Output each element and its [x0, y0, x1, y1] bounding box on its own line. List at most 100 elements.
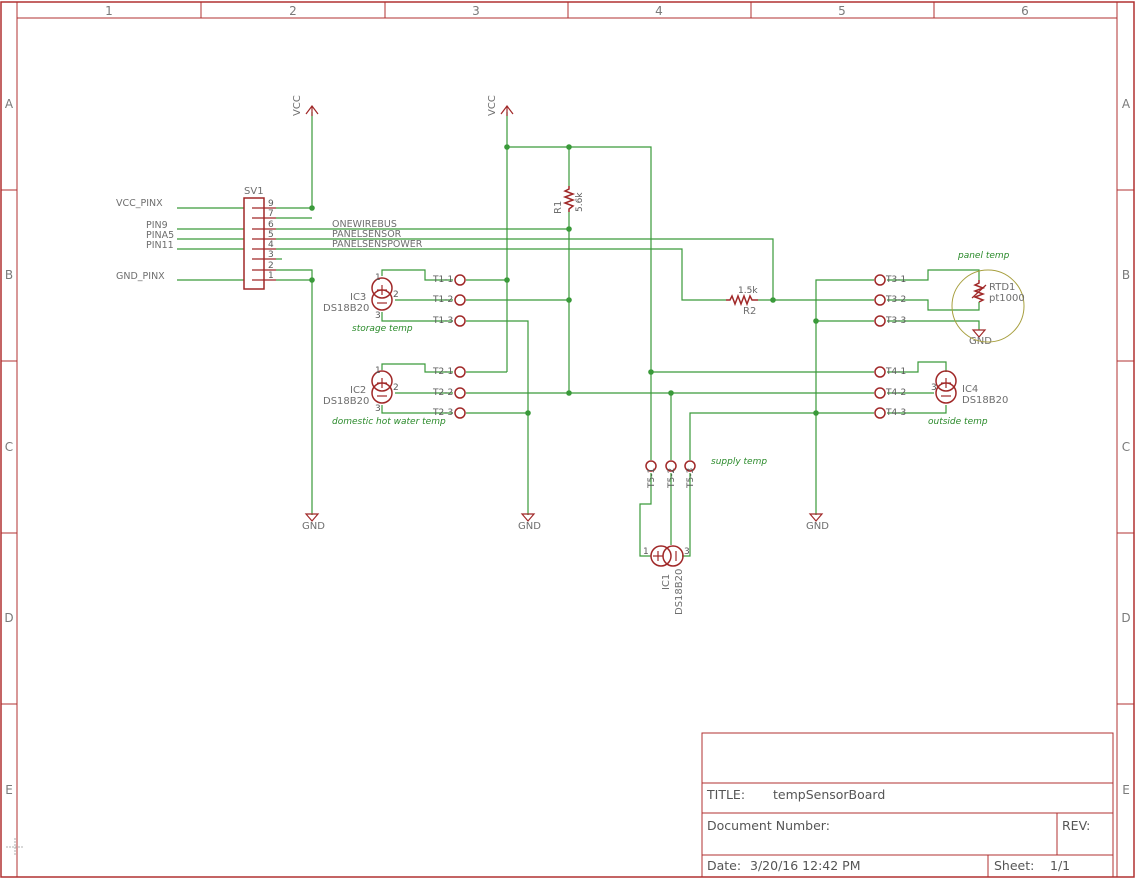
- ic3-pin-number: 3: [375, 311, 381, 321]
- date-label: Date:: [707, 858, 741, 873]
- note-domestic-hot-water-temp: domestic hot water temp: [332, 417, 446, 427]
- gnd-symbol-2: GND: [518, 513, 541, 532]
- row-label: E: [5, 783, 13, 797]
- terminal-block-t4: T4-1 T4-2 T4-3: [874, 366, 906, 419]
- row-label: E: [1122, 783, 1130, 797]
- row-label: B: [5, 268, 13, 282]
- vcc-label: VCC: [487, 95, 498, 116]
- row-label: C: [1122, 440, 1130, 454]
- row-label: C: [5, 440, 13, 454]
- terminal-label: T5-2: [667, 468, 677, 489]
- ic1-name: IC1: [661, 574, 672, 590]
- connector-sv1: SV1 9 7 6 5 4 3 2 1: [243, 186, 276, 290]
- row-label: A: [1122, 97, 1131, 111]
- connector-pin-number: 1: [268, 271, 274, 281]
- resistor-r2: 1.5k R2: [726, 286, 758, 317]
- terminal-block-t5: T5-1 T5-2 T5-3: [645, 460, 696, 489]
- gnd-label: GND: [302, 521, 325, 532]
- net-label-pin11: PIN11: [146, 240, 174, 251]
- sensor-ic1: IC1 DS18B20 1 3: [643, 545, 690, 615]
- rtd1-name: RTD1: [989, 282, 1015, 293]
- ic2-pin-number: 2: [393, 383, 399, 393]
- title-block: TITLE: tempSensorBoard Document Number: …: [701, 732, 1114, 878]
- gnd-symbol-1: GND: [302, 513, 325, 532]
- terminal-label: T1-1: [432, 275, 453, 285]
- ic4-name: IC4: [962, 384, 978, 395]
- date-value: 3/20/16 12:42 PM: [750, 858, 860, 873]
- gnd-label: GND: [518, 521, 541, 532]
- connector-pin-number: 3: [268, 250, 274, 260]
- column-label: 3: [472, 4, 480, 18]
- net-label-onewirebus: ONEWIREBUS: [332, 219, 397, 230]
- vcc-symbol-2: VCC: [487, 95, 514, 116]
- ic2-name: IC2: [350, 385, 366, 396]
- frame-column-labels: 1 2 3 4 5 6: [105, 4, 1029, 18]
- terminal-label: T2-3: [432, 408, 453, 418]
- column-label: 2: [289, 4, 297, 18]
- terminal-label: T4-1: [885, 367, 906, 377]
- note-panel-temp: panel temp: [957, 251, 1010, 261]
- wires: [177, 112, 980, 557]
- terminal-label: T3-3: [885, 316, 906, 326]
- terminal-label: T5-3: [686, 468, 696, 489]
- terminal-label: T1-2: [432, 295, 453, 305]
- frame-row-labels-left: A B C D E: [4, 97, 14, 797]
- sheet-label: Sheet:: [994, 858, 1034, 873]
- terminal-block-t3: T3-1 T3-2 T3-3: [874, 274, 906, 327]
- ic1-value: DS18B20: [674, 569, 685, 615]
- ic1-pin-number: 3: [684, 547, 690, 557]
- terminal-label: T2-2: [432, 388, 453, 398]
- frame-row-labels-right: A B C D E: [1121, 97, 1131, 797]
- rtd1-value: pt1000: [989, 293, 1025, 304]
- ic3-pin-number: 1: [375, 273, 381, 283]
- column-label: 6: [1021, 4, 1029, 18]
- note-outside-temp: outside temp: [928, 417, 988, 427]
- connector-pin-number: 5: [268, 230, 274, 240]
- rtd-sensor-rtd1: RTD1 pt1000: [951, 269, 1025, 343]
- junctions: [309, 144, 819, 416]
- column-label: 1: [105, 4, 113, 18]
- terminal-label: T4-3: [885, 408, 906, 418]
- sensor-ic2: IC2 DS18B20 1 2 3: [323, 366, 399, 414]
- title-value: tempSensorBoard: [773, 787, 885, 802]
- origin-cross-icon: [6, 838, 24, 856]
- row-label: B: [1122, 268, 1130, 282]
- vcc-symbol-1: VCC: [292, 95, 319, 116]
- gnd-symbol-3: GND: [806, 513, 829, 532]
- note-supply-temp: supply temp: [711, 457, 767, 467]
- sheet-value: 1/1: [1050, 858, 1070, 873]
- r1-value: 5.6k: [575, 192, 585, 212]
- terminal-block-t1: T1-1 T1-2 T1-3: [432, 274, 466, 327]
- net-labels: VCC_PINX PIN9 PINA5 PIN11 GND_PINX ONEWI…: [116, 198, 423, 282]
- connector-pin-number: 7: [268, 209, 274, 219]
- terminal-label: T3-2: [885, 295, 906, 305]
- connector-name: SV1: [244, 186, 264, 197]
- terminal-label: T2-1: [432, 367, 453, 377]
- r2-value: 1.5k: [738, 286, 758, 296]
- net-label-pin9: PIN9: [146, 220, 168, 231]
- row-label: D: [1121, 611, 1130, 625]
- ic2-value: DS18B20: [323, 396, 369, 407]
- ic1-pin-number: 1: [643, 547, 649, 557]
- vcc-label: VCC: [292, 95, 303, 116]
- ic4-value: DS18B20: [962, 395, 1008, 406]
- document-number-label: Document Number:: [707, 818, 830, 833]
- resistor-r1: R1 5.6k: [553, 186, 585, 214]
- ic3-value: DS18B20: [323, 303, 369, 314]
- title-label: TITLE:: [706, 787, 745, 802]
- connector-pin-number: 2: [268, 261, 274, 271]
- ic2-pin-number: 3: [375, 404, 381, 414]
- terminal-label: T5-1: [647, 468, 657, 489]
- r1-name: R1: [553, 201, 564, 214]
- column-label: 4: [655, 4, 663, 18]
- connector-pin-number: 6: [268, 220, 274, 230]
- rev-label: REV:: [1062, 818, 1090, 833]
- net-label-vcc-pinx: VCC_PINX: [116, 198, 163, 209]
- net-label-panelsenspower: PANELSENSPOWER: [332, 239, 423, 250]
- note-storage-temp: storage temp: [352, 324, 413, 334]
- terminal-label: T3-1: [885, 275, 906, 285]
- ic4-pin-number: 3: [931, 383, 937, 393]
- net-label-gnd-pinx: GND_PINX: [116, 271, 165, 282]
